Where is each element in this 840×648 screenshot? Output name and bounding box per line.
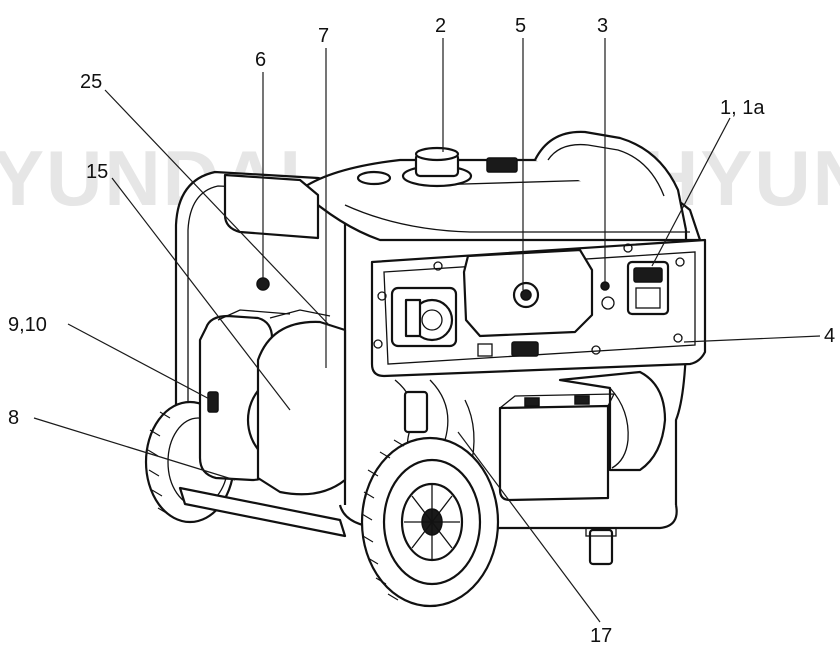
- handle-left: [223, 173, 320, 240]
- callout-6: 6: [255, 49, 266, 71]
- callout-4: 4: [824, 325, 835, 347]
- leader-15: [111, 177, 291, 411]
- tank-latch: [486, 157, 518, 173]
- callout-9-10: 9,10: [8, 314, 47, 336]
- leader-4: [683, 335, 821, 343]
- rubber-foot: [588, 528, 614, 566]
- handle-right: [534, 130, 688, 231]
- callout-5: 5: [515, 15, 526, 37]
- leader-lines: [33, 38, 821, 623]
- leader-25: [104, 89, 331, 327]
- callout-15: 15: [86, 161, 108, 183]
- callout-3: 3: [597, 15, 608, 37]
- wheel-front: [360, 436, 500, 608]
- circuit-breaker: [601, 296, 615, 310]
- callout-17: 17: [590, 625, 612, 647]
- generator-illustration: [144, 130, 707, 608]
- fuel-gauge: [356, 170, 392, 186]
- callout-1-1a: 1, 1a: [720, 97, 765, 119]
- leader-1: [651, 117, 731, 267]
- leader-17: [457, 431, 601, 623]
- callout-8: 8: [8, 407, 19, 429]
- leader-8: [33, 417, 236, 481]
- base-frame: [178, 486, 347, 538]
- engine-shroud: [256, 320, 347, 496]
- leader-910: [67, 323, 216, 403]
- engine-switch: [511, 341, 539, 357]
- callout-2: 2: [435, 15, 446, 37]
- battery: [498, 404, 610, 502]
- indicator-light: [600, 281, 610, 291]
- callout-7: 7: [318, 25, 329, 47]
- callout-25: 25: [80, 71, 102, 93]
- ground-terminal: [477, 343, 493, 357]
- callout-labels: 2 5 3 7 6 25 1, 1a 15 9,10 4 8 17: [8, 15, 835, 647]
- alternator: [558, 370, 667, 472]
- fuel-valve: [403, 390, 429, 434]
